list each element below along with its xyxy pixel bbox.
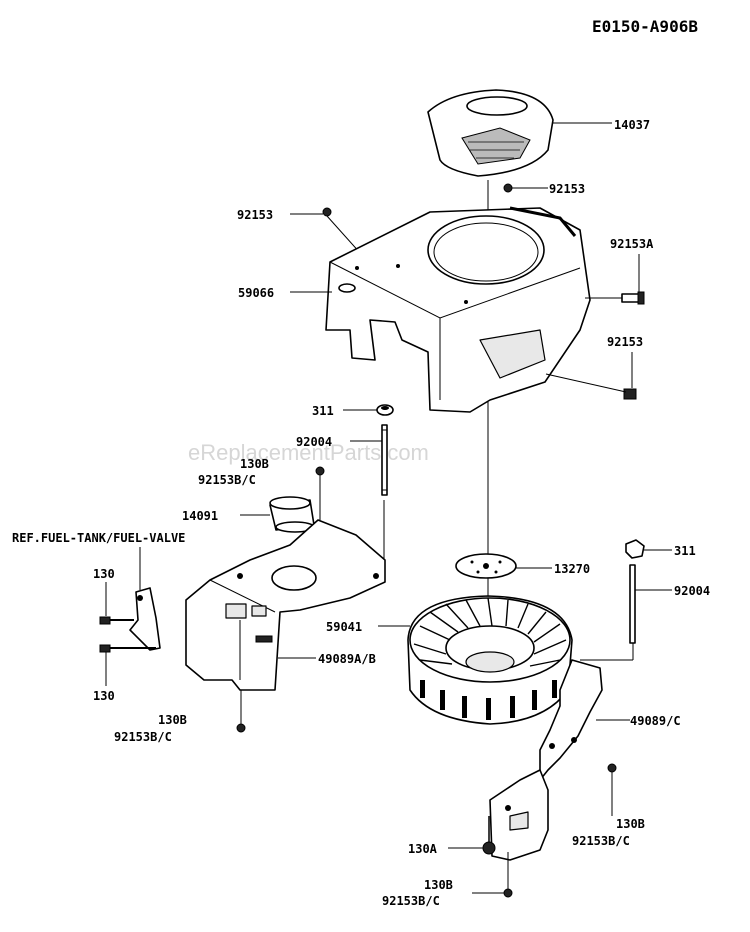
label-92153A: 92153A bbox=[610, 237, 654, 251]
label-92153BC-left: 92153B/C bbox=[114, 730, 172, 744]
part-bracket-left[interactable] bbox=[129, 587, 161, 651]
label-92004-left: 92004 bbox=[296, 435, 332, 449]
part-14037-cover[interactable] bbox=[427, 89, 554, 177]
label-92153-top: 92153 bbox=[549, 182, 585, 196]
part-59041-fan[interactable] bbox=[407, 595, 573, 725]
label-92153BC-bottom: 92153B/C bbox=[382, 894, 440, 908]
label-130B-left: 130B bbox=[158, 713, 187, 727]
diagram-code: E0150-A906B bbox=[592, 17, 698, 36]
watermark-text: eReplacementParts.com bbox=[188, 440, 429, 465]
label-92153BC-upper: 92153B/C bbox=[198, 473, 256, 487]
label-59041: 59041 bbox=[326, 620, 362, 634]
part-92153BC-bolt-upper[interactable] bbox=[315, 466, 325, 476]
label-130-top: 130 bbox=[93, 567, 115, 581]
label-130B-right: 130B bbox=[616, 817, 645, 831]
part-92153BC-bolt-right[interactable] bbox=[607, 763, 617, 773]
part-13270-plate[interactable] bbox=[455, 553, 517, 579]
label-59066: 59066 bbox=[238, 286, 274, 300]
label-ref-fuel-tank: REF.FUEL-TANK/FUEL-VALVE bbox=[12, 531, 185, 545]
label-130-bottom: 130 bbox=[93, 689, 115, 703]
part-92153A-bolt[interactable] bbox=[621, 291, 645, 305]
part-311-nut-left[interactable] bbox=[376, 404, 394, 416]
part-49089AB-air-guide[interactable] bbox=[185, 519, 386, 691]
part-92004-stud-left[interactable] bbox=[381, 424, 388, 496]
label-311-right: 311 bbox=[674, 544, 696, 558]
part-130A-nut[interactable] bbox=[482, 816, 496, 855]
label-92153-left: 92153 bbox=[237, 208, 273, 222]
part-311-nut-right[interactable] bbox=[625, 539, 645, 559]
part-92153-bolt-right[interactable] bbox=[623, 388, 637, 400]
label-92004-right: 92004 bbox=[674, 584, 710, 598]
part-14091-grommet[interactable] bbox=[269, 496, 315, 533]
part-92004-stud-right[interactable] bbox=[629, 564, 636, 644]
part-92153BC-bolt-bottom[interactable] bbox=[503, 888, 513, 898]
label-130B-upper: 130B bbox=[240, 457, 269, 471]
label-92153-right: 92153 bbox=[607, 335, 643, 349]
label-92153BC-right: 92153B/C bbox=[572, 834, 630, 848]
label-130B-bottom: 130B bbox=[424, 878, 453, 892]
part-49089C-air-guide[interactable] bbox=[489, 659, 603, 861]
part-59066-shroud[interactable] bbox=[325, 206, 591, 413]
label-130A: 130A bbox=[408, 842, 438, 856]
label-14037: 14037 bbox=[614, 118, 650, 132]
part-92153-bolt-top[interactable] bbox=[503, 183, 513, 193]
label-49089AB: 49089A/B bbox=[318, 652, 376, 666]
label-14091: 14091 bbox=[182, 509, 218, 523]
part-92153-bolt-left[interactable] bbox=[322, 207, 332, 217]
part-130-bolt-bottom[interactable] bbox=[99, 644, 156, 653]
label-49089C: 49089/C bbox=[630, 714, 681, 728]
label-311-left: 311 bbox=[312, 404, 334, 418]
label-13270: 13270 bbox=[554, 562, 590, 576]
part-130-bolt-top[interactable] bbox=[99, 616, 134, 625]
part-92153BC-bolt-left[interactable] bbox=[236, 723, 246, 733]
